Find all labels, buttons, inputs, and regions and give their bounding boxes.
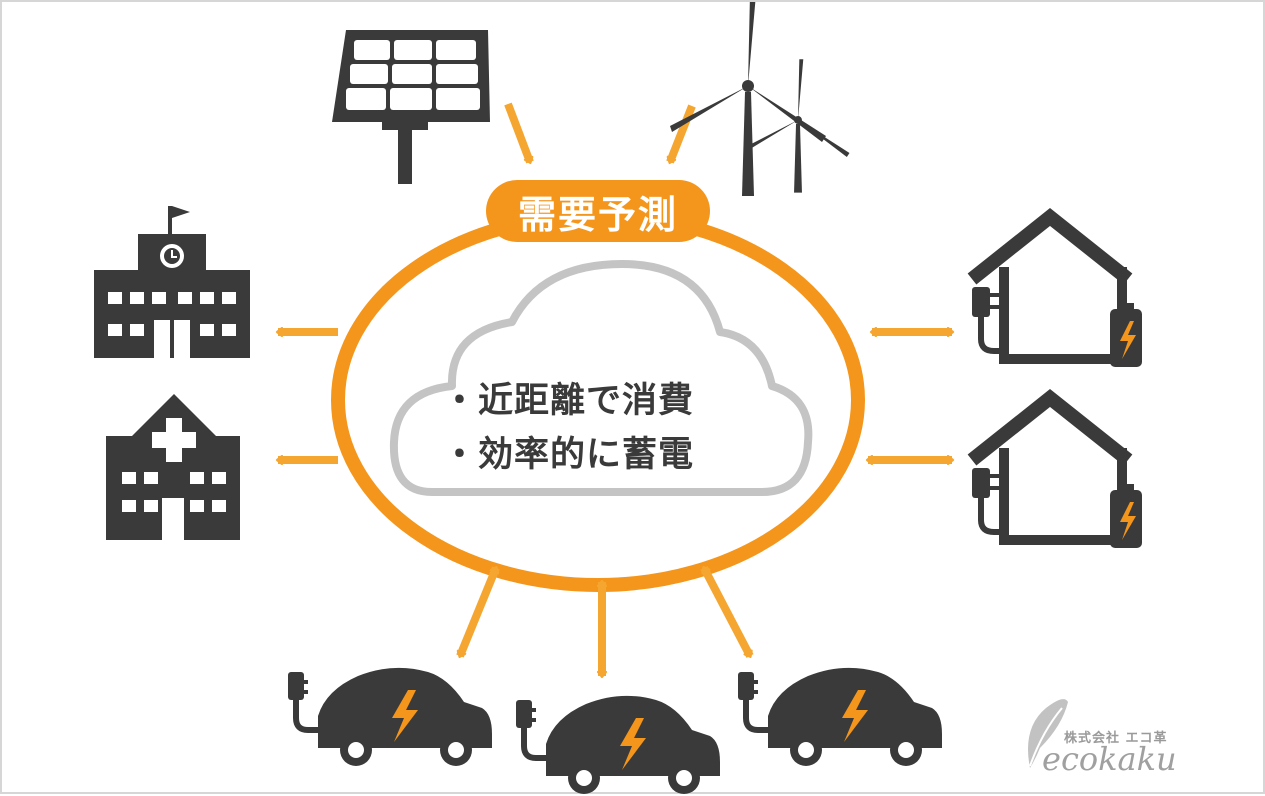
arrows-renewable-input xyxy=(504,102,696,162)
wind-turbine-icon xyxy=(670,2,850,196)
leaf-icon xyxy=(1028,699,1068,768)
logo-company-name: 株式会社 エコ革 xyxy=(1064,731,1168,746)
school-icon xyxy=(94,206,250,358)
arrows-consumers xyxy=(278,332,952,676)
house-battery-icon xyxy=(972,217,1142,548)
electric-car-icon xyxy=(288,668,942,794)
solar-panel-icon xyxy=(332,30,490,184)
hospital-icon xyxy=(106,394,240,540)
logo-wordmark: ecokaku xyxy=(1042,740,1177,778)
demand-forecast-badge: 需要予測 xyxy=(486,180,710,242)
cloud-line-local-consumption: ・近距離で消費 xyxy=(442,381,695,421)
cloud-line-efficient-storage: ・効率的に蓄電 xyxy=(442,435,695,475)
cloud-outline xyxy=(389,260,813,496)
